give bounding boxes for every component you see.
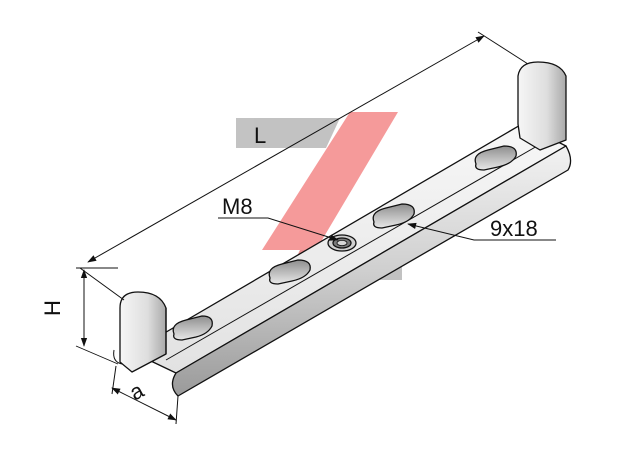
- slot-1: [172, 315, 213, 341]
- slot-leader-line: [407, 222, 556, 241]
- length-dimension-line: [87, 35, 485, 263]
- length-label: L: [254, 123, 266, 148]
- bracket-far-wall: [517, 61, 567, 151]
- thread-label: M8: [222, 194, 253, 219]
- width-label: a: [125, 377, 148, 405]
- width-dimension-line: [111, 387, 177, 421]
- height-label: H: [40, 300, 65, 316]
- dimension-lines: [75, 31, 556, 425]
- m8-threaded-hole: [327, 234, 357, 252]
- bracket-near-wall: [119, 291, 167, 373]
- bracket-front-lip: [171, 145, 572, 397]
- thread-leader-line: [218, 217, 339, 241]
- slot-label: 9x18: [490, 216, 538, 241]
- slot-2: [268, 259, 311, 285]
